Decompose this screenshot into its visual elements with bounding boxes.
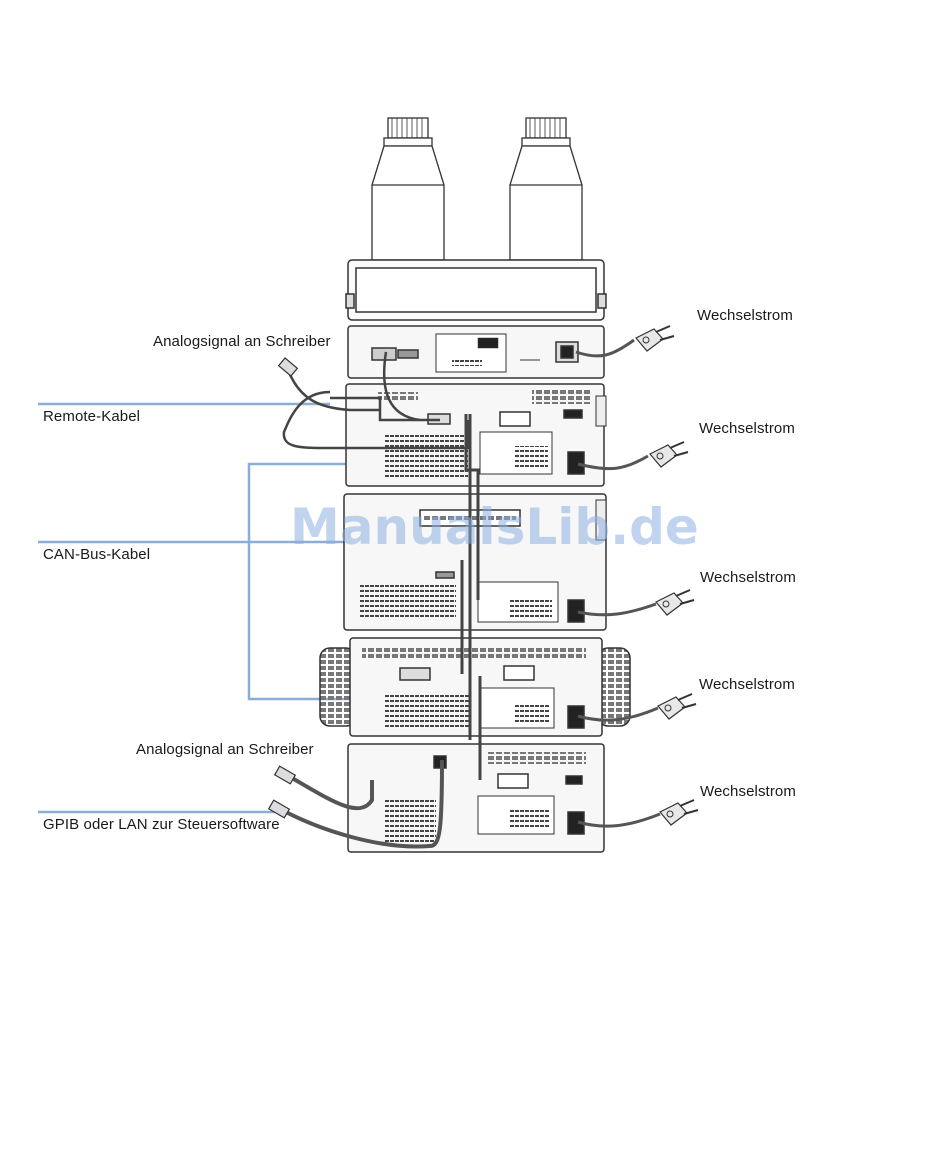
label-analog-signal-bottom: Analogsignal an Schreiber: [136, 741, 314, 758]
label-remote-cable: Remote-Kabel: [43, 408, 140, 425]
watermark: ManualsLib.de: [290, 498, 699, 556]
power-plug-icon: [636, 326, 698, 825]
label-power-5: Wechselstrom: [700, 783, 796, 800]
label-power-3: Wechselstrom: [700, 569, 796, 586]
label-power-1: Wechselstrom: [697, 307, 793, 324]
detector-module: [348, 744, 604, 852]
label-analog-signal-top: Analogsignal an Schreiber: [153, 333, 331, 350]
solvent-bottle-icon: [372, 118, 582, 260]
degasser-module: [348, 326, 604, 378]
label-can-bus-cable: CAN-Bus-Kabel: [43, 546, 150, 563]
column-compartment-module: [320, 638, 630, 736]
label-power-4: Wechselstrom: [699, 676, 795, 693]
solvent-cabinet: [346, 260, 606, 320]
label-power-2: Wechselstrom: [699, 420, 795, 437]
label-gpib-lan: GPIB oder LAN zur Steuersoftware: [43, 816, 280, 833]
